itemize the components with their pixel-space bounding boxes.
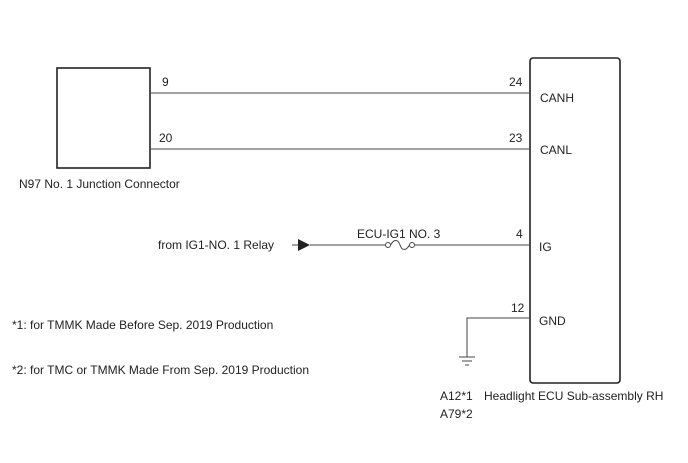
ecu-pin-name-gnd: GND (539, 314, 566, 328)
ecu-pin-name-canl: CANL (540, 143, 572, 157)
ecu-pin-number-gnd: 12 (511, 301, 525, 315)
ecu-box (529, 57, 621, 384)
ecu-connector-2: A79*2 (440, 407, 473, 421)
junction-connector-label: N97 No. 1 Junction Connector (19, 177, 180, 191)
arrow-right-icon (298, 239, 310, 251)
fuse-label: ECU-IG1 NO. 3 (357, 227, 441, 241)
ground-wire (466, 317, 530, 357)
ecu-pin-name-ig: IG (539, 240, 552, 254)
ecu-label: Headlight ECU Sub-assembly RH (484, 389, 663, 403)
ecu-connector-1: A12*1 (440, 389, 473, 403)
junction-pin-canh: 9 (162, 75, 169, 89)
footnote-1: *1: for TMMK Made Before Sep. 2019 Produ… (12, 318, 273, 332)
footnote-2: *2: for TMC or TMMK Made From Sep. 2019 … (12, 363, 309, 377)
junction-pin-canl: 20 (159, 131, 173, 145)
ecu-pin-number-canl: 23 (509, 131, 523, 145)
power-source-label: from IG1-NO. 1 Relay (158, 238, 274, 252)
ecu-pin-name-canh: CANH (540, 91, 574, 105)
ecu-pin-number-canh: 24 (509, 75, 523, 89)
fuse-icon (385, 240, 415, 250)
ecu-pin-number-ig: 4 (516, 227, 523, 241)
ground-icon (459, 356, 475, 366)
junction-connector-box (56, 67, 151, 169)
